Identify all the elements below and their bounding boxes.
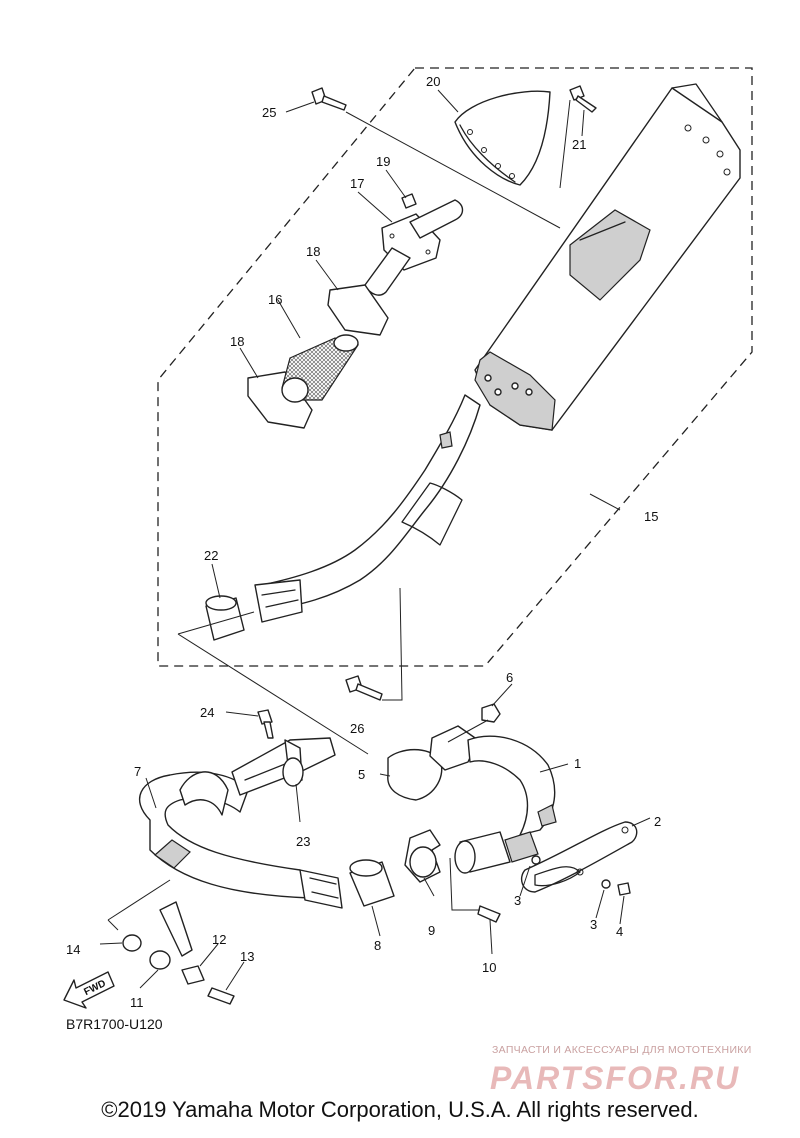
diagram-code: B7R1700-U120 bbox=[66, 1016, 163, 1032]
callout-11: 11 bbox=[130, 995, 144, 1010]
callout-12: 12 bbox=[212, 932, 226, 947]
bolt-4 bbox=[617, 882, 631, 896]
callout-22: 22 bbox=[204, 548, 218, 563]
muffler-assembly-outline bbox=[157, 67, 753, 667]
bracket-11 bbox=[149, 901, 193, 970]
callout-13: 13 bbox=[240, 949, 254, 964]
heat-protector-2 bbox=[520, 821, 638, 893]
callout-3-upper: 3 bbox=[514, 893, 521, 908]
gasket-18-lower bbox=[247, 371, 313, 429]
callout-20: 20 bbox=[426, 74, 440, 89]
gasket-5 bbox=[387, 748, 443, 801]
callout-6: 6 bbox=[506, 670, 513, 685]
gasket-18-upper bbox=[327, 284, 389, 336]
bolt-24 bbox=[257, 709, 274, 739]
callout-18-lower: 18 bbox=[230, 334, 244, 349]
callout-25: 25 bbox=[262, 105, 276, 120]
watermark-logo: PARTSFOR.RU bbox=[490, 1060, 741, 1096]
callout-1: 1 bbox=[574, 756, 581, 771]
washer-3-lower bbox=[601, 879, 611, 889]
bolt-25 bbox=[311, 87, 347, 111]
callout-15: 15 bbox=[644, 509, 658, 524]
callout-5: 5 bbox=[358, 767, 365, 782]
callout-21: 21 bbox=[572, 137, 586, 152]
end-cap bbox=[454, 90, 551, 186]
collar-12 bbox=[181, 965, 205, 985]
inner-pipe-17 bbox=[364, 199, 464, 296]
sleeve-8 bbox=[349, 859, 395, 907]
callout-7: 7 bbox=[134, 764, 141, 779]
silencer-core bbox=[281, 334, 359, 403]
exhaust-pipe-7 bbox=[139, 771, 343, 909]
callout-10: 10 bbox=[482, 960, 496, 975]
callout-14: 14 bbox=[66, 942, 80, 957]
washer-3-upper bbox=[531, 855, 541, 865]
callout-9: 9 bbox=[428, 923, 435, 938]
callout-23: 23 bbox=[296, 834, 310, 849]
callout-17: 17 bbox=[350, 176, 364, 191]
fwd-arrow-icon: FWD bbox=[63, 971, 115, 1009]
callout-3-lower: 3 bbox=[590, 917, 597, 932]
bolt-10 bbox=[477, 905, 501, 923]
copyright-notice: ©2019 Yamaha Motor Corporation, U.S.A. A… bbox=[101, 1097, 699, 1122]
bolt-26 bbox=[345, 675, 383, 701]
leader-lines bbox=[99, 89, 651, 991]
muffler-body bbox=[254, 83, 741, 623]
callout-4: 4 bbox=[616, 924, 623, 939]
exhaust-pipe-1 bbox=[429, 725, 557, 874]
callout-24: 24 bbox=[200, 705, 214, 720]
bolt-21 bbox=[569, 85, 597, 113]
sleeve-22 bbox=[205, 595, 245, 641]
watermark-tagline: ЗАПЧАСТИ И АКСЕССУАРЫ ДЛЯ МОТОТЕХНИКИ bbox=[492, 1044, 752, 1056]
callout-16: 16 bbox=[268, 292, 282, 307]
bolt-13 bbox=[207, 987, 235, 1005]
callout-2: 2 bbox=[654, 814, 661, 829]
callout-8: 8 bbox=[374, 938, 381, 953]
damper-14 bbox=[122, 934, 142, 952]
bracket-23 bbox=[231, 737, 336, 796]
nut-6 bbox=[481, 703, 501, 723]
callout-18-upper: 18 bbox=[306, 244, 320, 259]
callout-26: 26 bbox=[350, 721, 364, 736]
callout-19: 19 bbox=[376, 154, 390, 169]
clamp-9 bbox=[404, 829, 441, 883]
